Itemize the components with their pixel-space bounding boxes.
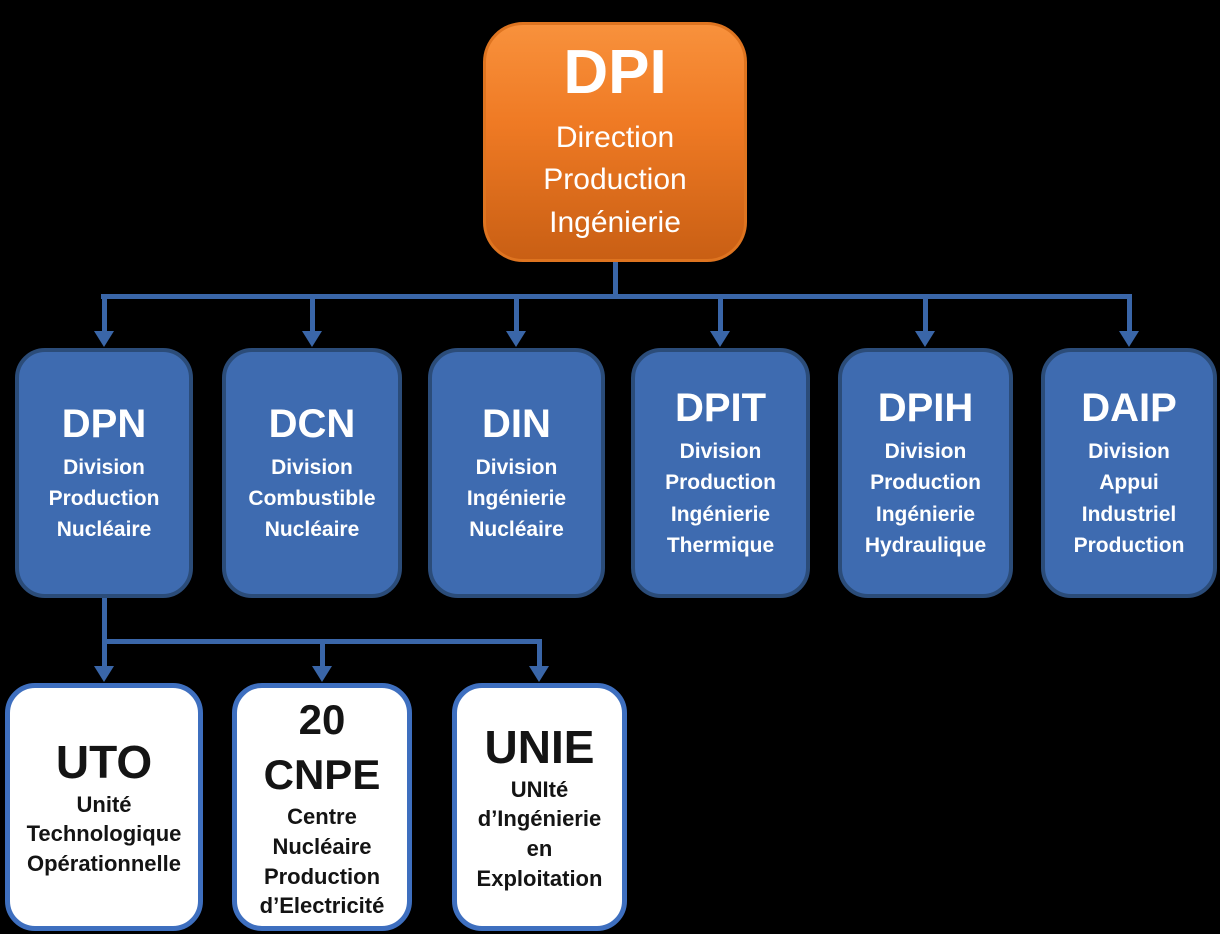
org-box-dpn-acronym: DPN (61, 401, 147, 446)
org-box-dpit-name: Division Production Ingénierie Thermique (665, 436, 776, 560)
org-box-dpn-name-line: Nucléaire (56, 518, 152, 542)
arrow-down-icon-uto (94, 666, 114, 682)
org-box-uto: UTO Unité Technologique Opérationnelle (5, 683, 203, 931)
org-box-unie-name-line: Exploitation (476, 865, 603, 891)
org-box-cnpe-name: Centre Nucléaire Production d’Electricit… (260, 802, 385, 921)
org-box-dpn: DPN Division Production Nucléaire (15, 348, 193, 598)
org-box-dpn-name: Division Production Nucléaire (49, 452, 160, 545)
org-box-daip-name: Division Appui Industriel Production (1074, 436, 1185, 560)
org-box-uto-name-line: Opérationnelle (26, 850, 182, 876)
org-box-dpit-name-line: Production (665, 471, 776, 495)
org-box-daip-name-line: Appui (1099, 471, 1159, 495)
arrow-down-icon-unie (529, 666, 549, 682)
org-box-din-name-line: Ingénierie (466, 486, 567, 510)
org-box-cnpe-name-line: Production (263, 863, 381, 889)
connector-stem-cnpe (320, 639, 325, 668)
connector-stem-dcn (310, 294, 315, 332)
org-box-dpih-name: Division Production Ingénierie Hydrauliq… (865, 436, 986, 560)
org-box-dpih-name-line: Hydraulique (864, 533, 987, 557)
org-box-din-name-line: Nucléaire (469, 518, 564, 542)
org-box-dpit-name-line: Ingénierie (670, 502, 771, 526)
org-box-dcn-name: Division Combustible Nucléaire (248, 452, 375, 545)
org-box-daip: DAIP Division Appui Industriel Productio… (1041, 348, 1217, 598)
org-box-uto-acronym-line: UTO (55, 736, 153, 789)
connector-level1-hline (101, 294, 1132, 299)
org-box-dcn-name-line: Division (271, 455, 353, 479)
org-box-unie-name-line: UNIté (510, 776, 569, 802)
connector-stem-daip (1127, 294, 1132, 332)
arrow-down-icon-dcn (302, 331, 322, 347)
org-box-dpit-name-line: Thermique (666, 533, 775, 557)
org-box-unie-name: UNIté d’Ingénierie en Exploitation (477, 775, 603, 894)
arrow-down-icon-dpit (710, 331, 730, 347)
org-box-dpi-name-line: Production (543, 163, 687, 197)
connector-stem-din (514, 294, 519, 332)
org-box-dcn: DCN Division Combustible Nucléaire (222, 348, 402, 598)
connector-stem-unie (537, 639, 542, 668)
arrow-down-icon-cnpe (312, 666, 332, 682)
org-box-dpih: DPIH Division Production Ingénierie Hydr… (838, 348, 1013, 598)
arrow-down-icon-dpn (94, 331, 114, 347)
org-box-dpit-acronym: DPIT (674, 386, 767, 431)
arrow-down-icon-din (506, 331, 526, 347)
org-box-daip-name-line: Division (1088, 440, 1170, 464)
org-box-dcn-acronym: DCN (268, 401, 356, 446)
org-box-dpit: DPIT Division Production Ingénierie Ther… (631, 348, 810, 598)
org-box-dpi-acronym: DPI (563, 37, 667, 107)
org-box-cnpe-name-line: d’Electricité (259, 893, 385, 919)
org-box-dpi-name-line: Direction (555, 120, 675, 154)
org-box-cnpe-acronym: 20 CNPE (264, 693, 381, 802)
org-box-cnpe-acronym-line: 20 (298, 696, 346, 744)
org-box-unie-name-line: d’Ingénierie (477, 806, 602, 832)
org-box-unie-acronym-line: UNIE (484, 721, 595, 774)
connector-root-stem (613, 260, 618, 296)
org-box-uto-name-line: Technologique (26, 821, 182, 847)
org-box-unie: UNIE UNIté d’Ingénierie en Exploitation (452, 683, 627, 931)
org-box-din-name-line: Division (475, 455, 558, 479)
org-box-dpn-name-line: Production (48, 486, 160, 510)
org-box-din-name: Division Ingénierie Nucléaire (467, 452, 566, 545)
org-box-dpi-name-line: Ingénierie (549, 205, 681, 239)
connector-dpn-stem (102, 597, 107, 642)
org-box-dpih-acronym: DPIH (877, 386, 974, 431)
org-box-cnpe-name-line: Nucléaire (272, 833, 372, 859)
org-box-dpih-name-line: Division (884, 440, 967, 464)
org-box-dpi: DPI Direction Production Ingénierie (483, 22, 747, 262)
org-box-unie-name-line: en (526, 836, 553, 862)
org-box-uto-acronym: UTO (56, 735, 152, 789)
org-box-dpit-name-line: Division (679, 440, 762, 464)
org-box-unie-acronym: UNIE (485, 720, 595, 774)
org-box-dpih-name-line: Production (870, 471, 981, 495)
org-box-din: DIN Division Ingénierie Nucléaire (428, 348, 605, 598)
org-box-uto-name-line: Unité (76, 791, 132, 817)
org-box-cnpe-name-line: Centre (287, 804, 357, 830)
connector-stem-uto (102, 639, 107, 668)
org-box-din-acronym: DIN (482, 401, 551, 446)
org-box-daip-name-line: Industriel (1081, 502, 1177, 526)
connector-stem-dpn (102, 294, 107, 332)
org-box-dcn-name-line: Combustible (248, 486, 376, 510)
arrow-down-icon-daip (1119, 331, 1139, 347)
org-box-dpn-name-line: Division (63, 455, 145, 479)
arrow-down-icon-dpih (915, 331, 935, 347)
org-box-dpih-name-line: Ingénierie (875, 502, 976, 526)
org-box-cnpe: 20 CNPE Centre Nucléaire Production d’El… (232, 683, 412, 931)
org-box-daip-acronym: DAIP (1081, 386, 1177, 431)
org-box-daip-name-line: Production (1073, 533, 1185, 557)
org-box-uto-name: Unité Technologique Opérationnelle (27, 790, 182, 879)
org-box-dpi-name: Direction Production Ingénierie (543, 117, 686, 245)
org-box-cnpe-acronym-line: CNPE (263, 750, 381, 798)
connector-stem-dpih (923, 294, 928, 332)
connector-stem-dpit (718, 294, 723, 332)
org-box-dcn-name-line: Nucléaire (264, 518, 360, 542)
